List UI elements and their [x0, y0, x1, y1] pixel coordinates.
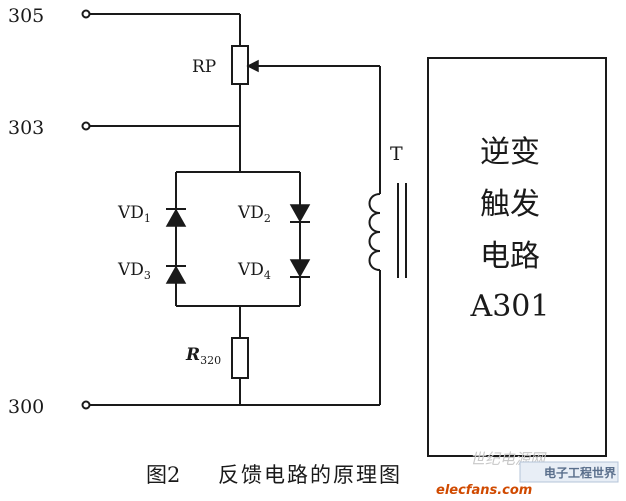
block-line-4: A301 — [470, 289, 550, 324]
block-line-3: 电路 — [480, 239, 540, 274]
diode-vd4: VD4 — [237, 259, 311, 282]
watermark: 世纪电源网 电子工程世界 elecfans.com — [436, 450, 619, 498]
terminal-303-label: 303 — [8, 117, 44, 139]
inverter-trigger-block: 逆变 触发 电路 A301 — [427, 57, 607, 457]
watermark-brand: elecfans.com — [436, 483, 532, 498]
terminal-300: 300 — [8, 396, 91, 418]
vd1-triangle — [165, 208, 187, 227]
vd4-triangle — [289, 259, 311, 278]
block-border — [427, 57, 607, 457]
vd3-label: VD3 — [117, 260, 151, 282]
vd4-label: VD4 — [237, 260, 271, 282]
figure-caption: 图2 反馈电路的原理图 — [146, 463, 402, 487]
terminal-300-label: 300 — [8, 396, 44, 418]
wiring — [90, 13, 381, 406]
block-line-1: 逆变 — [480, 135, 540, 170]
rp-label: RP — [192, 57, 216, 77]
vd2-triangle — [289, 204, 311, 223]
watermark-badge — [519, 461, 619, 483]
vd2-label: VD2 — [237, 203, 271, 225]
r320-label: R320 — [185, 345, 221, 367]
r320-body — [231, 337, 249, 379]
resistor-r320: R320 — [185, 337, 249, 379]
transformer-label: T — [390, 143, 403, 165]
vd3-triangle — [165, 265, 187, 284]
primary-coil — [368, 193, 381, 271]
diode-vd1: VD1 — [117, 203, 187, 227]
potentiometer-rp: RP — [192, 45, 259, 85]
vd1-label: VD1 — [117, 203, 151, 225]
terminal-305-node — [81, 9, 91, 19]
terminal-300-node — [81, 400, 91, 410]
rp-body — [231, 45, 249, 85]
rp-wiper-arrow — [246, 59, 259, 73]
terminal-305-label: 305 — [8, 5, 44, 27]
watermark-cn: 电子工程世界 — [544, 465, 616, 480]
diode-vd3: VD3 — [117, 260, 187, 284]
terminal-305: 305 — [8, 5, 91, 27]
terminal-303: 303 — [8, 117, 91, 139]
block-line-2: 触发 — [480, 187, 540, 222]
terminal-303-node — [81, 121, 91, 131]
caption-fig-number: 图2 — [146, 463, 180, 487]
caption-title: 反馈电路的原理图 — [218, 463, 402, 487]
diode-vd2: VD2 — [237, 203, 311, 225]
